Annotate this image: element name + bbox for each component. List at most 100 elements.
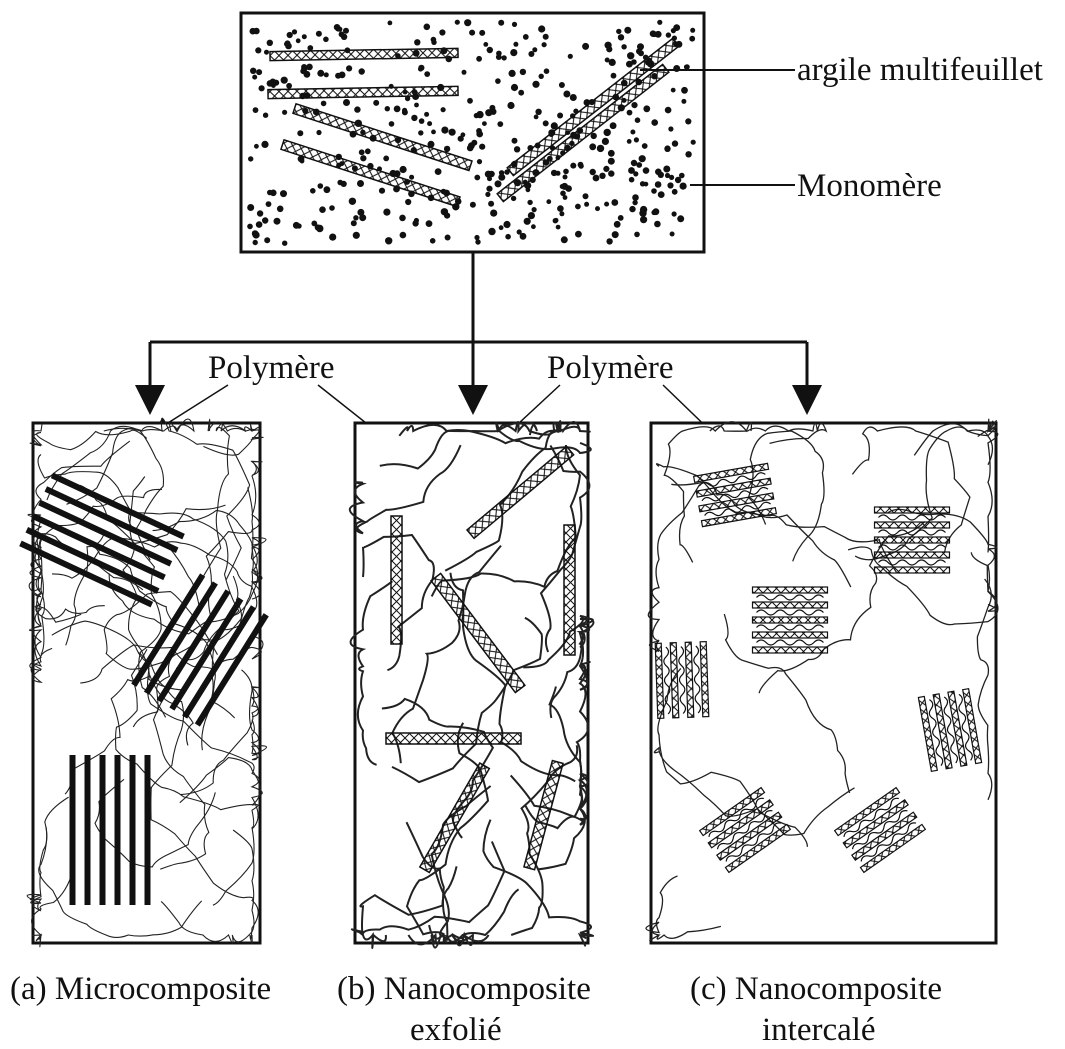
monomer-dot bbox=[629, 177, 635, 183]
top-box: argile multifeuillet Monomère bbox=[241, 13, 1043, 252]
monomer-dot bbox=[458, 136, 464, 142]
monomer-dot bbox=[483, 42, 488, 47]
monomer-dot bbox=[612, 231, 619, 238]
monomer-dot bbox=[257, 210, 263, 216]
monomer-dot bbox=[323, 37, 329, 43]
caption-a: (a) Microcomposite bbox=[10, 971, 271, 1007]
monomer-dot bbox=[339, 31, 345, 37]
monomer-dot bbox=[667, 182, 673, 188]
monomer-dot bbox=[471, 140, 477, 146]
monomer-dot bbox=[691, 140, 696, 145]
monomer-dot bbox=[561, 236, 568, 243]
monomer-dot bbox=[435, 168, 442, 175]
monomer-dot bbox=[476, 128, 482, 134]
monomer-dot bbox=[561, 183, 568, 190]
monomer-dot bbox=[556, 225, 561, 230]
intercalated-platelet bbox=[875, 552, 950, 558]
monomer-dot bbox=[373, 100, 379, 106]
monomer-dot bbox=[629, 206, 635, 212]
monomer-dot bbox=[261, 141, 268, 148]
monomer-dot bbox=[526, 187, 531, 192]
monomer-dot bbox=[337, 180, 343, 186]
monomer-dot bbox=[329, 205, 335, 211]
monomer-dot bbox=[568, 54, 573, 59]
monomer-dot bbox=[593, 175, 600, 182]
monomer-dot bbox=[282, 241, 287, 246]
monomer-dot bbox=[424, 24, 431, 31]
monomer-dot bbox=[357, 180, 364, 187]
monomer-dot bbox=[655, 31, 662, 38]
monomer-dot bbox=[538, 25, 545, 32]
monomer-dot bbox=[402, 108, 407, 113]
monomer-dot bbox=[430, 238, 436, 244]
monomer-dot bbox=[419, 118, 425, 124]
monomer-dot bbox=[501, 55, 506, 60]
caption-b-line2: exfolié bbox=[410, 1012, 502, 1048]
monomer-dot bbox=[359, 214, 366, 221]
monomer-dot bbox=[487, 176, 492, 181]
monomer-dot bbox=[293, 222, 300, 229]
monomer-dot bbox=[503, 221, 510, 228]
monomer-dot bbox=[626, 61, 633, 68]
monomer-dot bbox=[321, 101, 327, 107]
monomer-dot bbox=[424, 112, 429, 117]
monomer-dot bbox=[287, 32, 293, 38]
monomer-label: Monomère bbox=[797, 168, 942, 204]
monomer-dot bbox=[618, 215, 624, 221]
monomer-dot bbox=[672, 140, 678, 146]
monomer-dot bbox=[557, 113, 563, 119]
monomer-dot bbox=[513, 42, 518, 47]
monomer-dot bbox=[654, 221, 661, 228]
monomer-dot bbox=[414, 39, 420, 45]
monomer-dot bbox=[353, 215, 358, 220]
monomer-dot bbox=[511, 196, 516, 201]
monomer-dot bbox=[439, 29, 445, 35]
monomer-dot bbox=[690, 28, 695, 33]
monomer-dot bbox=[359, 68, 365, 74]
monomer-dot bbox=[672, 189, 678, 195]
monomer-dot bbox=[627, 52, 634, 59]
monomer-dot bbox=[524, 218, 531, 225]
monomer-dot bbox=[532, 207, 537, 212]
monomer-dot bbox=[337, 27, 342, 32]
monomer-dot bbox=[590, 169, 596, 175]
monomer-dot bbox=[267, 190, 273, 196]
monomer-dot bbox=[655, 169, 662, 176]
monomer-dot bbox=[665, 107, 672, 114]
monomer-dot bbox=[470, 202, 476, 208]
monomer-dot bbox=[280, 190, 287, 197]
monomer-dot bbox=[329, 234, 336, 241]
caption-c-line2: intercalé bbox=[762, 1012, 876, 1048]
tactoid-platelet bbox=[145, 755, 151, 905]
monomer-dot bbox=[247, 224, 253, 230]
monomer-dot bbox=[400, 232, 407, 239]
tactoid-platelet bbox=[130, 755, 136, 905]
monomer-dot bbox=[353, 232, 360, 239]
monomer-dot bbox=[643, 167, 650, 174]
monomer-dot bbox=[490, 210, 497, 217]
intercalated-platelet bbox=[753, 602, 828, 608]
monomer-dot bbox=[424, 71, 430, 77]
monomer-dot bbox=[335, 73, 341, 79]
monomer-dot bbox=[689, 36, 695, 42]
monomer-dot bbox=[604, 202, 609, 207]
monomer-dot bbox=[324, 72, 329, 77]
clay-platelet bbox=[391, 516, 402, 644]
monomer-dot bbox=[444, 213, 450, 219]
monomer-dot bbox=[474, 175, 480, 181]
monomer-dot bbox=[405, 199, 411, 205]
clay-platelet bbox=[564, 525, 575, 655]
monomer-dot bbox=[681, 87, 688, 94]
monomer-dot bbox=[310, 188, 316, 194]
monomer-dot bbox=[642, 143, 648, 149]
monomer-dot bbox=[445, 235, 451, 241]
monomer-dot bbox=[570, 163, 576, 169]
monomer-dot bbox=[582, 43, 589, 50]
monomer-dot bbox=[546, 199, 551, 204]
monomer-dot bbox=[475, 239, 480, 244]
polymer-label-right: Polymère bbox=[547, 350, 673, 386]
monomer-dot bbox=[507, 102, 514, 109]
monomer-dot bbox=[274, 218, 281, 225]
monomer-dot bbox=[479, 144, 485, 150]
monomer-dot bbox=[505, 234, 511, 240]
